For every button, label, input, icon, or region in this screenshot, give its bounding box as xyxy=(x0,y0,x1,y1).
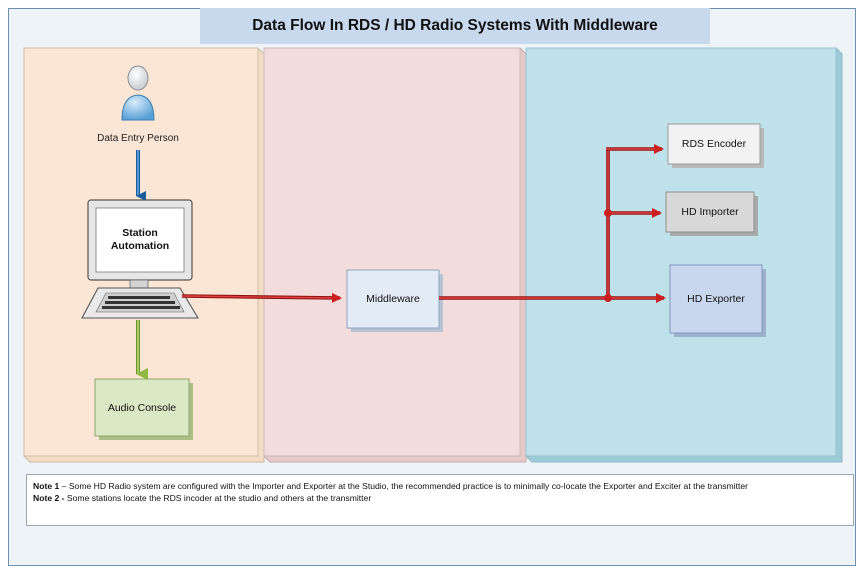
middleware-node: Middleware xyxy=(366,293,420,305)
person-label: Data Entry Person xyxy=(97,133,179,144)
hd-exporter-shape xyxy=(669,264,766,337)
arrow-automation-to-middleware xyxy=(181,292,342,303)
station-automation-label: Station Automation xyxy=(96,227,184,253)
person-icon xyxy=(121,65,155,121)
rds-encoder-node: RDS Encoder xyxy=(681,138,747,150)
note-1-label: Note 1 xyxy=(33,481,60,491)
note-1: Note 1 – Some HD Radio system are config… xyxy=(33,481,847,493)
hd-importer-node: HD Importer xyxy=(681,206,739,218)
diagram-title: Data Flow In RDS / HD Radio Systems With… xyxy=(200,8,710,44)
computer-icon xyxy=(81,199,199,319)
zone-transmitter xyxy=(525,47,843,463)
middleware-shape xyxy=(346,269,443,332)
station-label-line1: Station xyxy=(122,227,158,239)
notes-box: Note 1 – Some HD Radio system are config… xyxy=(26,474,854,526)
note-2: Note 2 - Some stations locate the RDS in… xyxy=(33,493,847,505)
note-2-label: Note 2 - xyxy=(33,492,65,503)
junction-dot-exporter xyxy=(604,294,612,302)
rds-encoder-shape xyxy=(667,123,764,168)
note-2-text: Some stations locate the RDS incoder at … xyxy=(64,492,372,503)
zone-middle xyxy=(263,47,527,463)
junction-dot-importer xyxy=(604,209,612,217)
audio-console-node: Audio Console xyxy=(107,401,177,414)
diagram-title-text: Data Flow In RDS / HD Radio Systems With… xyxy=(252,17,658,34)
audio-console-shape xyxy=(94,378,193,440)
hd-importer-shape xyxy=(665,191,758,236)
station-label-line2: Automation xyxy=(110,240,170,252)
note-1-text: – Some HD Radio system are configured wi… xyxy=(59,481,749,491)
hd-exporter-node: HD Exporter xyxy=(687,293,745,305)
